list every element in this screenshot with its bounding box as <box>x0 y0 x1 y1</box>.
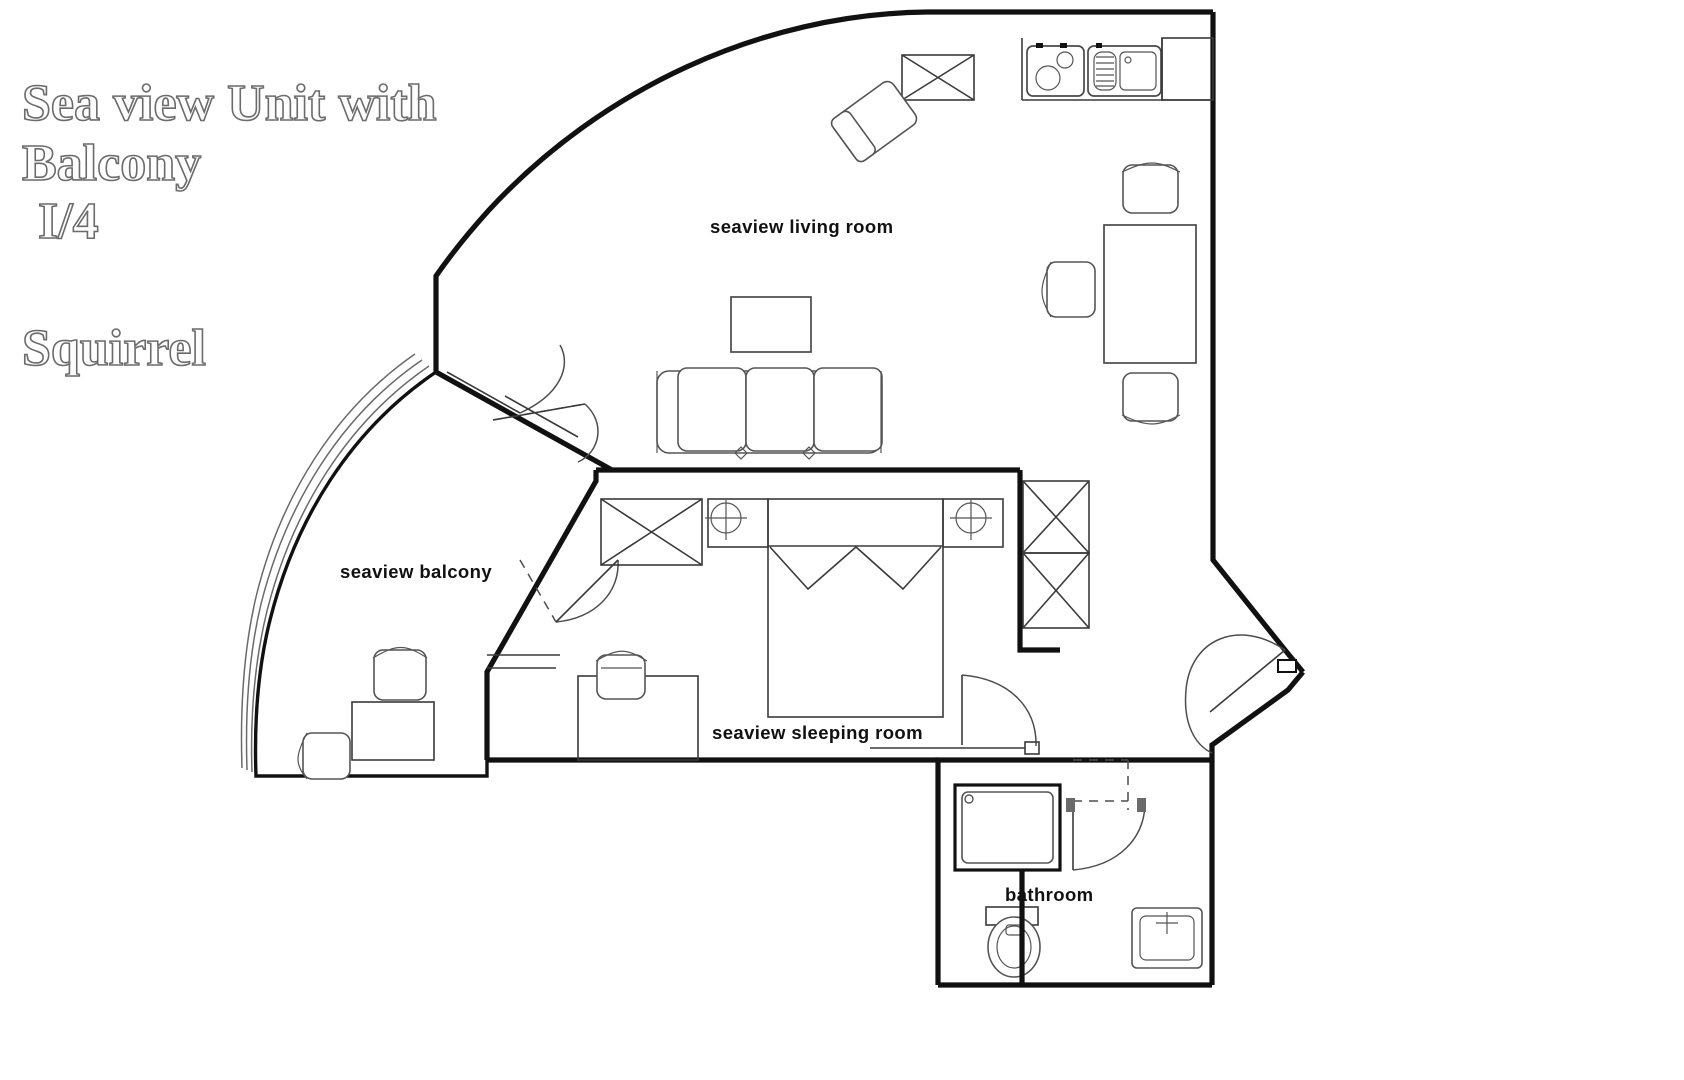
dining-chair-bottom <box>1121 372 1181 425</box>
balcony-door-swing-2 <box>577 403 599 463</box>
bedroom-balcony-door-dash <box>519 559 557 623</box>
dining-chair-top <box>1121 162 1181 214</box>
balcony-door-bedroom[interactable] <box>487 559 619 669</box>
dining-set <box>1041 162 1197 425</box>
title-line-2: Balcony <box>22 135 201 192</box>
label-bathroom: bathroom <box>1005 884 1094 905</box>
living-room-furniture <box>656 162 1197 460</box>
desk-chair <box>595 650 648 700</box>
upper-cabinet-x <box>901 54 975 101</box>
armchair-living <box>830 80 918 163</box>
nightstand-right <box>942 498 1004 548</box>
toilet <box>985 906 1041 978</box>
balcony-door-leaf-1[interactable] <box>446 371 521 414</box>
balcony-end-wall <box>466 760 489 778</box>
bathroom-fixtures <box>953 759 1203 985</box>
entrance-threshold <box>1277 659 1297 673</box>
label-seaview-balcony: seaview balcony <box>340 561 492 582</box>
wardrobe <box>600 498 703 566</box>
balcony-railing-line-1 <box>250 365 430 773</box>
balcony-door-living[interactable] <box>446 344 599 463</box>
exterior-curved-wall-north <box>433 9 1213 345</box>
refrigerator <box>1161 37 1214 101</box>
shower-stall <box>953 783 1062 872</box>
label-seaview-living-room: seaview living room <box>710 216 893 237</box>
bathroom-door-swing <box>1072 801 1146 871</box>
label-seaview-sleeping-room: seaview sleeping room <box>712 722 923 743</box>
sleeping-room-closet-wall <box>1017 470 1060 653</box>
balcony-furniture <box>297 646 435 780</box>
balcony-railing-line-3 <box>240 353 416 769</box>
building-envelope <box>240 9 1306 988</box>
kitchen-zone <box>830 37 1214 163</box>
entrance-door[interactable] <box>1184 634 1297 754</box>
balcony-table <box>351 701 435 761</box>
bathroom-door[interactable] <box>1066 759 1146 871</box>
balcony-outer-wall <box>253 370 466 778</box>
balcony-chair-lower <box>297 732 351 780</box>
title-block: Sea view Unit with Balcony I/4 Squirrel <box>21 74 437 378</box>
entrance-door-swing <box>1184 634 1286 754</box>
balcony-partition-wall <box>484 470 599 760</box>
dining-chair-left <box>1041 261 1096 318</box>
room-labels: seaview living room seaview balcony seav… <box>340 216 1094 905</box>
property-name: Squirrel <box>22 320 206 377</box>
entrance-door-leaf[interactable] <box>1209 649 1286 713</box>
double-bed <box>767 498 944 718</box>
nightstand-left <box>705 498 769 548</box>
bedroom-balcony-door-swing <box>555 559 619 623</box>
cooktop-two-burner <box>1026 43 1085 97</box>
title-line-3: I/4 <box>38 193 99 250</box>
sink-with-drainboard <box>1087 43 1162 97</box>
balcony-chair-upper <box>372 646 428 701</box>
sleeping-room-furniture <box>577 480 1090 761</box>
washbasin <box>1131 907 1203 969</box>
balcony-railing-line-2 <box>245 359 423 771</box>
three-seat-sofa <box>656 367 883 460</box>
title-line-1: Sea view Unit with <box>22 75 437 132</box>
coffee-table <box>730 296 812 353</box>
dining-table <box>1103 224 1197 364</box>
bedroom-door[interactable] <box>870 674 1040 755</box>
balcony-door-swing-1 <box>519 344 566 414</box>
bedroom-door-swing <box>961 674 1037 747</box>
closet <box>1022 480 1090 629</box>
